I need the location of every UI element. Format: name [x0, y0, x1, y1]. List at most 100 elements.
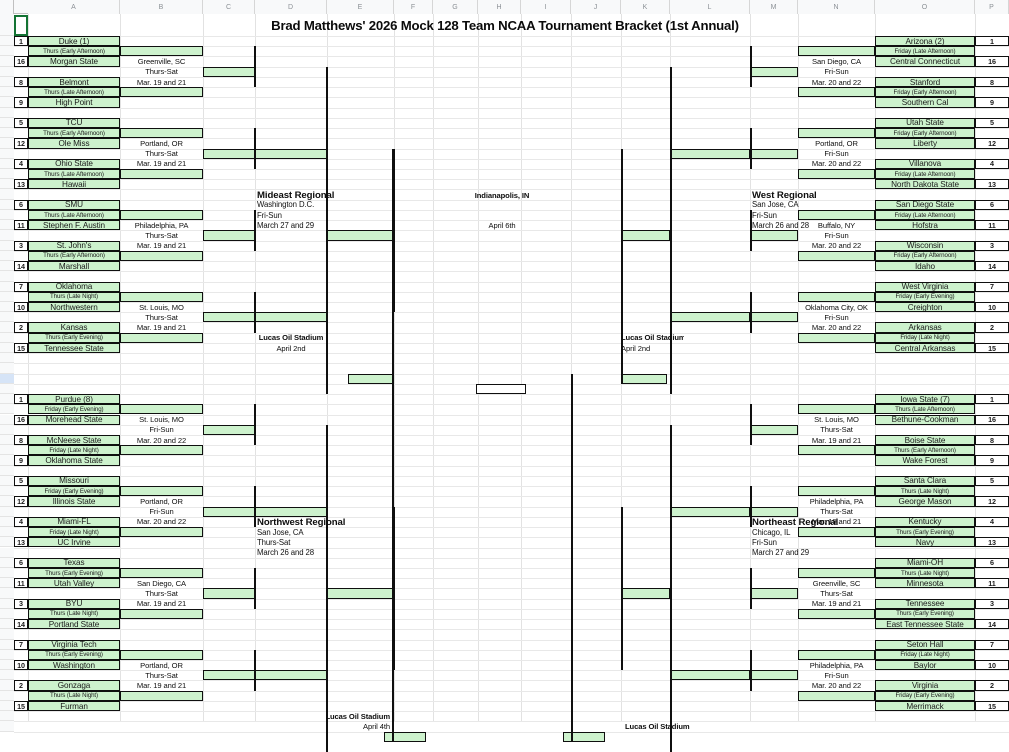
column-header-d[interactable]: D — [255, 0, 327, 14]
championship-slot-right[interactable] — [563, 731, 605, 742]
national-champion-slot[interactable] — [476, 383, 526, 395]
row-header-32[interactable] — [0, 342, 14, 354]
row-header-56[interactable] — [0, 588, 14, 599]
team-cell[interactable]: Kentucky — [875, 516, 975, 528]
round3-slot[interactable] — [750, 424, 798, 435]
round2-slot[interactable] — [120, 649, 203, 661]
column-header-k[interactable]: K — [621, 0, 670, 14]
team-cell[interactable]: Iowa State (7) — [875, 394, 975, 405]
team-cell[interactable]: Navy — [875, 537, 975, 548]
row-header-46[interactable] — [0, 486, 14, 497]
game-time-slot[interactable]: Thurs (Early Evening) — [875, 527, 975, 538]
round3-slot[interactable] — [750, 230, 798, 241]
game-time-slot[interactable]: Friday (Early Evening) — [875, 690, 975, 701]
row-header-55[interactable] — [0, 578, 14, 589]
team-cell[interactable]: Utah Valley — [28, 578, 120, 589]
team-cell[interactable]: Southern Cal — [875, 97, 975, 108]
game-time-slot[interactable]: Thurs (Late Night) — [875, 486, 975, 497]
round3-slot[interactable] — [203, 506, 255, 517]
row-header-64[interactable] — [0, 670, 14, 681]
team-cell[interactable]: Northwestern — [28, 301, 120, 313]
team-cell[interactable]: Stephen F. Austin — [28, 220, 120, 231]
team-cell[interactable]: Gonzaga — [28, 680, 120, 691]
game-time-slot[interactable]: Friday (Late Night) — [28, 445, 120, 456]
row-header-58[interactable] — [0, 608, 14, 620]
round3-slot[interactable] — [203, 588, 255, 599]
row-header-36[interactable] — [0, 383, 14, 395]
game-time-slot[interactable]: Thurs (Early Evening) — [28, 649, 120, 661]
round3-slot[interactable] — [203, 148, 255, 159]
row-header-8[interactable] — [0, 97, 14, 108]
team-cell[interactable]: Minnesota — [875, 578, 975, 589]
sweet16-slot[interactable] — [255, 148, 327, 159]
round2-slot[interactable] — [798, 87, 875, 98]
row-header-14[interactable] — [0, 158, 14, 169]
team-cell[interactable]: San Diego State — [875, 199, 975, 210]
team-cell[interactable]: High Point — [28, 97, 120, 108]
row-header-21[interactable] — [0, 230, 14, 241]
row-header-50[interactable] — [0, 527, 14, 538]
round2-slot[interactable] — [120, 608, 203, 620]
column-header-m[interactable]: M — [750, 0, 798, 14]
round2-slot[interactable] — [798, 486, 875, 497]
row-header-41[interactable] — [0, 434, 14, 446]
round2-slot[interactable] — [798, 209, 875, 221]
game-time-slot[interactable]: Friday (Early Evening) — [28, 486, 120, 497]
team-cell[interactable]: St. John's — [28, 240, 120, 251]
team-cell[interactable]: Wisconsin — [875, 240, 975, 251]
round2-slot[interactable] — [120, 87, 203, 98]
round2-slot[interactable] — [120, 168, 203, 180]
select-all-corner[interactable] — [0, 0, 14, 14]
team-cell[interactable]: Idaho — [875, 261, 975, 272]
final-four-slot-right[interactable] — [621, 373, 667, 384]
row-header-24[interactable] — [0, 261, 14, 272]
game-time-slot[interactable]: Friday (Late Night) — [28, 527, 120, 538]
game-time-slot[interactable]: Friday (Late Afternoon) — [875, 168, 975, 180]
column-header-b[interactable]: B — [120, 0, 203, 14]
team-cell[interactable]: Ohio State — [28, 158, 120, 169]
team-cell[interactable]: McNeese State — [28, 434, 120, 446]
sweet16-slot[interactable] — [670, 506, 750, 517]
game-time-slot[interactable]: Friday (Early Evening) — [875, 291, 975, 302]
round3-slot[interactable] — [750, 588, 798, 599]
round2-slot[interactable] — [798, 128, 875, 139]
column-header-h[interactable]: H — [478, 0, 521, 14]
row-header-11[interactable] — [0, 128, 14, 139]
row-header-54[interactable] — [0, 567, 14, 579]
sweet16-slot[interactable] — [255, 312, 327, 323]
row-header-31[interactable] — [0, 332, 14, 343]
row-header-59[interactable] — [0, 619, 14, 630]
column-header-o[interactable]: O — [875, 0, 975, 14]
team-cell[interactable]: Miami-OH — [875, 557, 975, 568]
row-header-43[interactable] — [0, 455, 14, 466]
game-time-slot[interactable]: Friday (Early Afternoon) — [875, 87, 975, 98]
row-header-22[interactable] — [0, 240, 14, 251]
row-header-53[interactable] — [0, 557, 14, 568]
round2-slot[interactable] — [798, 445, 875, 456]
round2-slot[interactable] — [798, 332, 875, 343]
team-cell[interactable]: North Dakota State — [875, 179, 975, 190]
team-cell[interactable]: Utah State — [875, 117, 975, 129]
row-header-27[interactable] — [0, 291, 14, 302]
team-cell[interactable]: Villanova — [875, 158, 975, 169]
column-header-n[interactable]: N — [798, 0, 875, 14]
row-header-34[interactable] — [0, 363, 14, 374]
row-header-25[interactable] — [0, 271, 14, 282]
row-header-60[interactable] — [0, 629, 14, 640]
row-header-29[interactable] — [0, 312, 14, 323]
game-time-slot[interactable]: Thurs (Early Afternoon) — [28, 250, 120, 262]
row-header-62[interactable] — [0, 649, 14, 661]
round2-slot[interactable] — [798, 46, 875, 57]
team-cell[interactable]: Purdue (8) — [28, 394, 120, 405]
team-cell[interactable]: Seton Hall — [875, 639, 975, 650]
team-cell[interactable]: Santa Clara — [875, 475, 975, 487]
game-time-slot[interactable]: Thurs (Late Night) — [28, 690, 120, 701]
game-time-slot[interactable]: Friday (Early Afternoon) — [875, 250, 975, 262]
game-time-slot[interactable]: Thurs (Late Afternoon) — [28, 87, 120, 98]
team-cell[interactable]: Tennessee State — [28, 342, 120, 354]
round2-slot[interactable] — [120, 46, 203, 57]
row-header-13[interactable] — [0, 148, 14, 159]
final-four-slot-left[interactable] — [348, 373, 394, 384]
row-header-7[interactable] — [0, 87, 14, 98]
team-cell[interactable]: Arkansas — [875, 322, 975, 333]
